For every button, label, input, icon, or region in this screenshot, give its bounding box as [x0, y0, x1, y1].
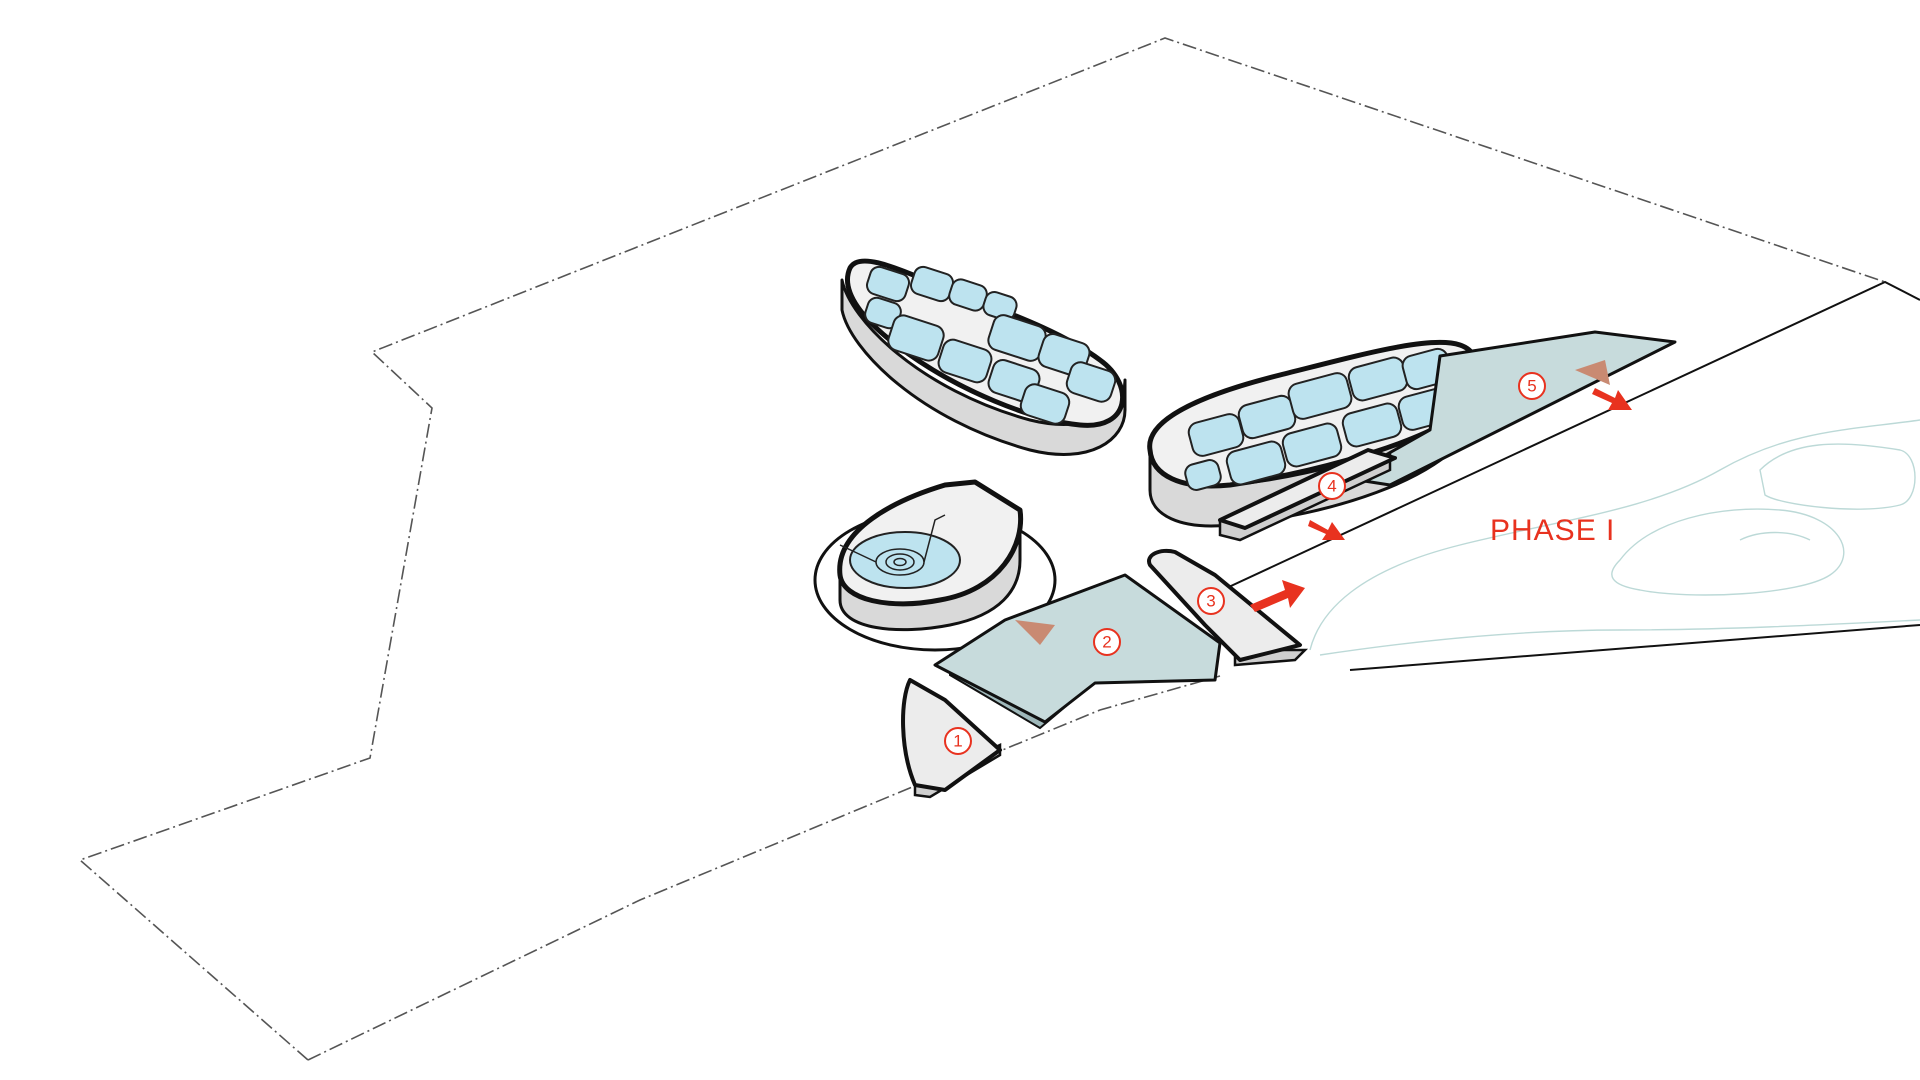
svg-text:3: 3	[1206, 592, 1215, 611]
circular-feature	[813, 479, 1057, 652]
building-a-pools	[864, 265, 1117, 425]
building-b	[1147, 339, 1481, 528]
site-boundary	[78, 37, 1886, 1061]
landscape-outline	[1309, 419, 1920, 656]
svg-text:4: 4	[1327, 477, 1336, 496]
plaza-2	[933, 573, 1222, 730]
svg-text:5: 5	[1527, 377, 1536, 396]
entry-wedge-plaza	[1015, 620, 1055, 645]
site-boundary-south	[307, 675, 1221, 1061]
marker-4: 4	[1318, 472, 1346, 500]
marker-2: 2	[1093, 628, 1121, 656]
svg-text:1: 1	[953, 732, 962, 751]
entry-wedge-east	[1575, 360, 1610, 385]
svg-text:2: 2	[1102, 633, 1111, 652]
marker-1: 1	[944, 727, 972, 755]
arrow-4	[1308, 520, 1345, 540]
arrow-3	[1250, 580, 1305, 612]
marker-5: 5	[1518, 372, 1546, 400]
marker-3: 3	[1197, 587, 1225, 615]
building-a	[840, 258, 1127, 456]
arrow-5	[1592, 388, 1632, 410]
pavilion-3	[1147, 548, 1309, 667]
pavilion-4	[1218, 448, 1397, 542]
phase-label: PHASE I	[1490, 514, 1615, 547]
spiral-ramp	[839, 514, 946, 576]
phase-parcel-outline	[1217, 280, 1920, 671]
